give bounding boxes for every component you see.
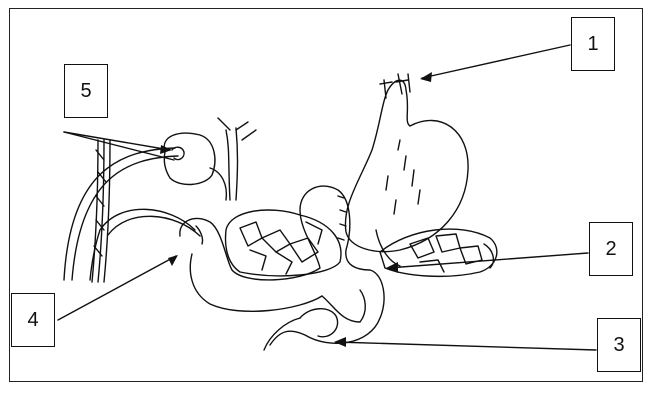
label-3: 3 — [597, 318, 641, 372]
label-5: 5 — [64, 64, 108, 118]
hepaticojejunostomy — [164, 118, 256, 200]
leader-lines — [58, 45, 596, 350]
label-1: 1 — [571, 17, 615, 71]
label-2: 2 — [589, 222, 633, 276]
pancreas-remnant — [226, 210, 497, 276]
label-4: 4 — [11, 293, 55, 347]
drain-tubes — [64, 140, 200, 282]
